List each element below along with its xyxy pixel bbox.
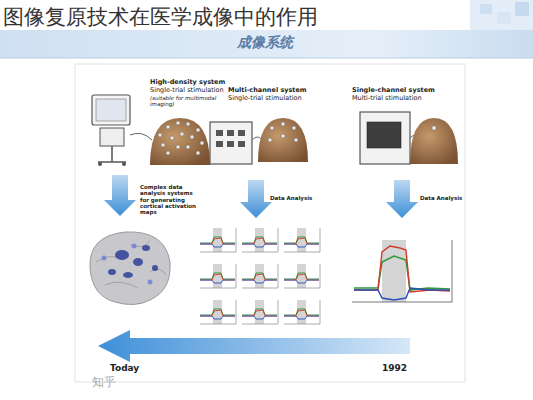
band-heading: 成像系统 xyxy=(225,34,305,50)
step-label: Data Analysis xyxy=(270,195,330,201)
system-name: Single-channel system xyxy=(352,87,447,94)
system-note: Single-trial stimulation xyxy=(150,87,235,94)
timeline-end: Today xyxy=(110,363,150,373)
slide-title: 图像复原技术在医学成像中的作用 xyxy=(3,5,318,29)
system-note: Multi-trial stimulation xyxy=(352,95,447,102)
system-note: Single-trial stimulation xyxy=(228,95,318,102)
system-note: (suitable for multimodal imaging) xyxy=(150,95,230,108)
timeline-start: 1992 xyxy=(382,363,422,373)
watermark: 知乎 xyxy=(92,376,132,390)
system-name: High-density system xyxy=(150,79,235,86)
step-label: Data Analysis xyxy=(420,195,480,201)
step-label: Complex data analysis systems for genera… xyxy=(140,184,200,216)
system-name: Multi-channel system xyxy=(228,87,318,94)
